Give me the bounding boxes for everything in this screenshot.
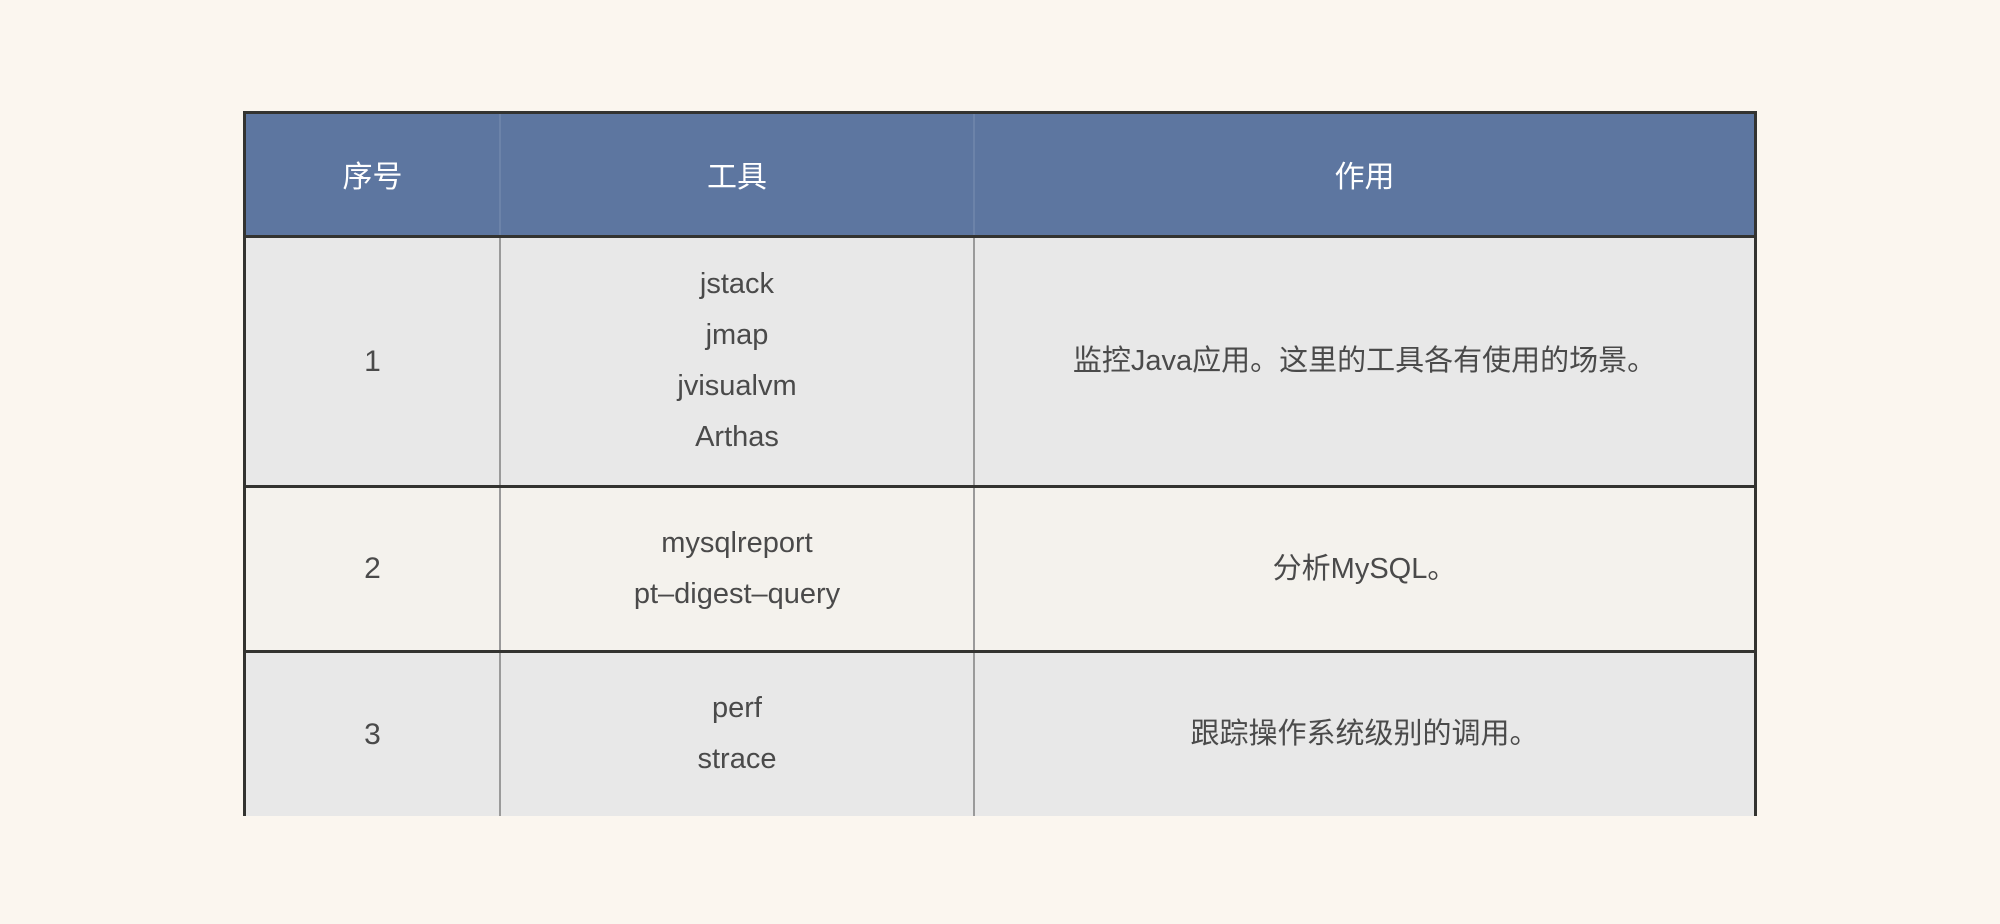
cell-effect: 监控Java应用。这里的工具各有使用的场景。 <box>1072 345 1657 377</box>
tool-name: pt–digest–query <box>633 577 841 610</box>
tool-name: jvisualvm <box>677 370 797 402</box>
table-body: 1 jstack jmap jvisualvm Arthas 监控Java应用。… <box>246 236 1754 816</box>
table-header-row: 序号 工具 作用 <box>246 114 1754 236</box>
tool-name: perf <box>712 692 762 725</box>
cell-tool: perf strace <box>500 651 975 816</box>
table-row: 2 mysqlreport pt–digest–query 分析MySQL。 <box>246 486 1754 651</box>
tool-name: mysqlreport <box>661 526 813 559</box>
tool-name: jstack <box>699 268 775 300</box>
tool-name: jmap <box>705 319 769 351</box>
cell-index: 2 <box>246 486 501 651</box>
table-header: 序号 工具 作用 <box>246 114 1754 236</box>
tool-name: Arthas <box>695 421 779 453</box>
table-row: 1 jstack jmap jvisualvm Arthas 监控Java应用。… <box>246 236 1754 486</box>
cell-index: 1 <box>246 236 501 486</box>
table-row: 3 perf strace 跟踪操作系统级别的调用。 <box>246 651 1754 816</box>
tools-table-container: 序号 工具 作用 1 jstack jmap jvisualvm Arthas … <box>243 111 1757 816</box>
cell-tool: mysqlreport pt–digest–query <box>500 486 975 651</box>
column-header-effect: 作用 <box>1334 161 1395 195</box>
cell-effect: 分析MySQL。 <box>1272 552 1457 585</box>
cell-index: 3 <box>246 651 501 816</box>
cell-effect: 跟踪操作系统级别的调用。 <box>1190 718 1539 751</box>
column-header-tool: 工具 <box>500 114 975 236</box>
column-header-index: 序号 <box>246 114 501 236</box>
tool-name: strace <box>697 743 777 776</box>
tools-table: 序号 工具 作用 1 jstack jmap jvisualvm Arthas … <box>246 114 1754 816</box>
cell-tool: jstack jmap jvisualvm Arthas <box>500 236 975 486</box>
